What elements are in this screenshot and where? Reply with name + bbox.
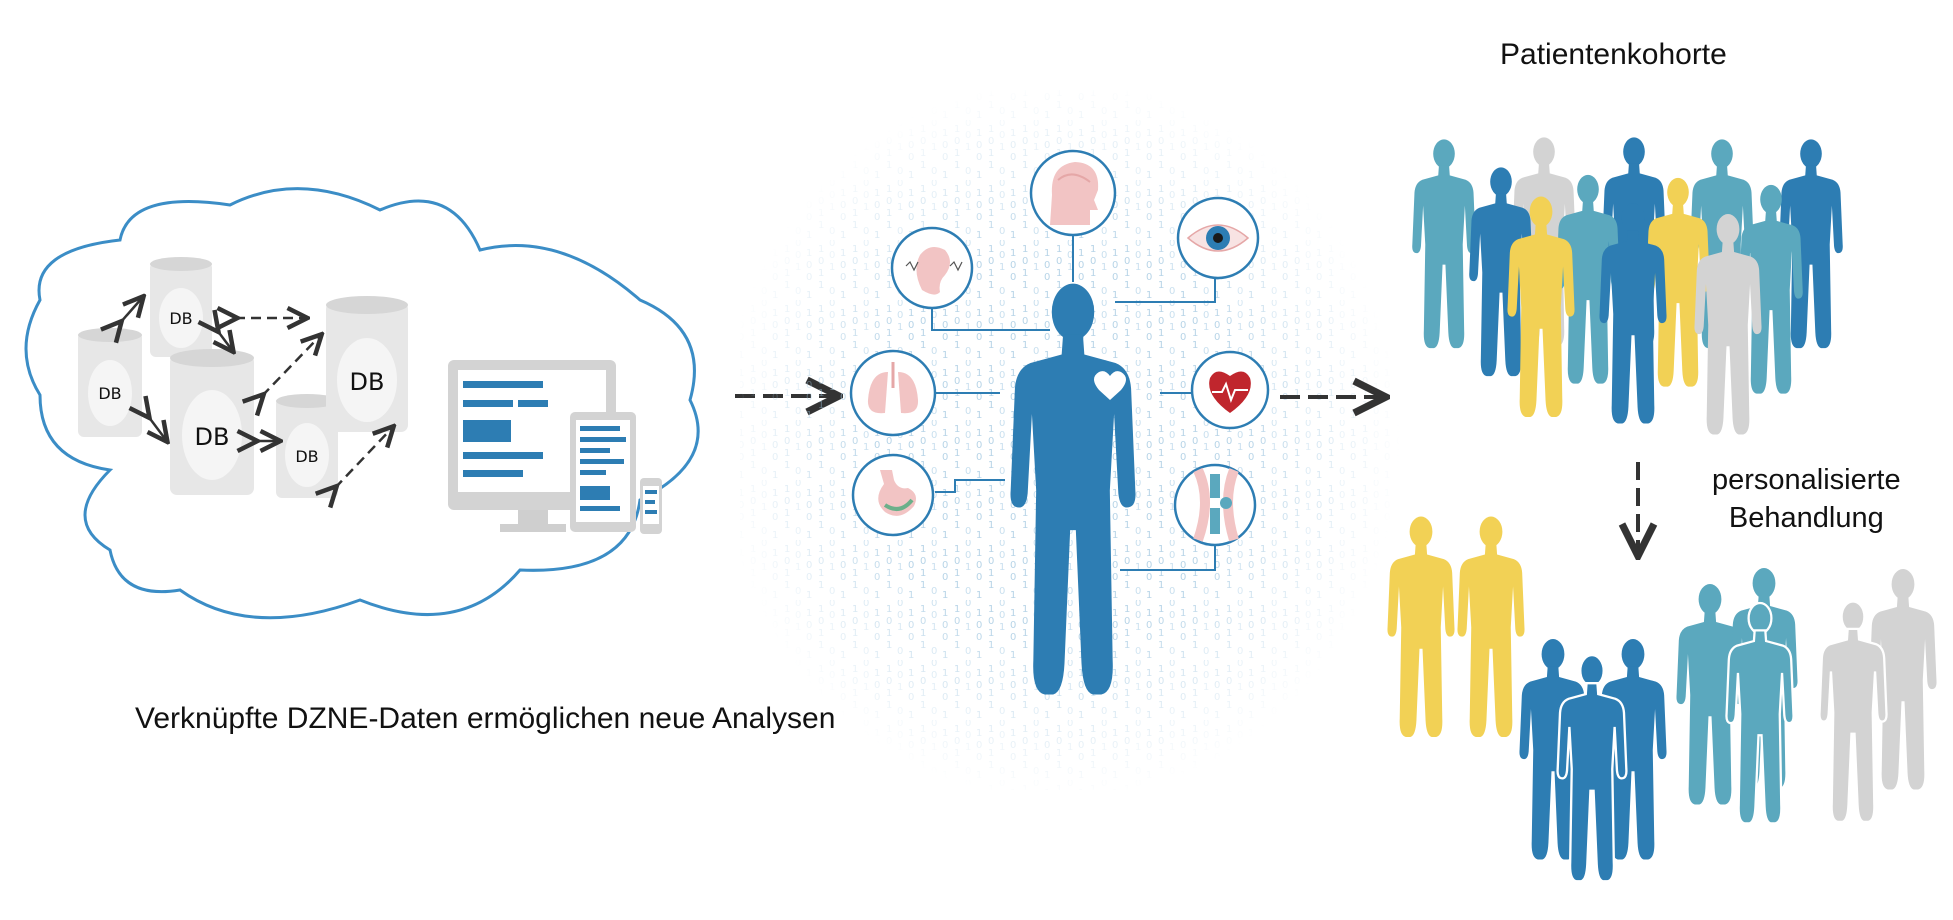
knee-joint-icon [1173, 463, 1257, 547]
data-cloud: DB DB DB DB DB [24, 187, 700, 620]
caption-text: Verknüpfte DZNE-Daten ermöglichen neue A… [135, 702, 836, 735]
phone-icon [640, 478, 662, 534]
db-label: DB [195, 423, 230, 451]
db-cylinder-1: DB [150, 257, 212, 357]
cohort-title: Patientenkohorte [1500, 38, 1727, 71]
db-label: DB [295, 447, 318, 466]
heart-ekg-icon [1190, 350, 1270, 430]
treatment-group-yellow [1387, 516, 1525, 737]
heart-icon [1094, 371, 1126, 400]
brain-icon [1029, 149, 1117, 237]
db-cylinder-5: DB [326, 296, 408, 432]
db-label: DB [350, 368, 385, 396]
db-label: DB [169, 309, 192, 328]
db-cylinder-2: DB [78, 328, 142, 437]
treatment-group-teal [1676, 568, 1798, 825]
cohort-person [1412, 139, 1476, 349]
treatment-person [1457, 516, 1525, 737]
central-human [849, 149, 1270, 695]
connector-lines [931, 235, 1216, 571]
treatment-title-line2: Behandlung [1728, 501, 1884, 534]
db-links [120, 298, 392, 488]
treatment-title-line1: personalisierte [1712, 464, 1901, 496]
treatment-group-blue [1519, 639, 1667, 883]
db-cylinder-3: DB [170, 349, 254, 495]
eye-icon [1176, 196, 1260, 280]
lungs-icon [849, 349, 937, 437]
patient-cohort [1412, 137, 1843, 435]
ear-icon [890, 226, 974, 310]
treatment-title: personalisierte Behandlung [1712, 462, 1901, 537]
tablet-icon [570, 412, 636, 532]
treatment-group-gray [1818, 569, 1937, 824]
stomach-icon [851, 453, 935, 537]
db-label: DB [98, 384, 121, 403]
